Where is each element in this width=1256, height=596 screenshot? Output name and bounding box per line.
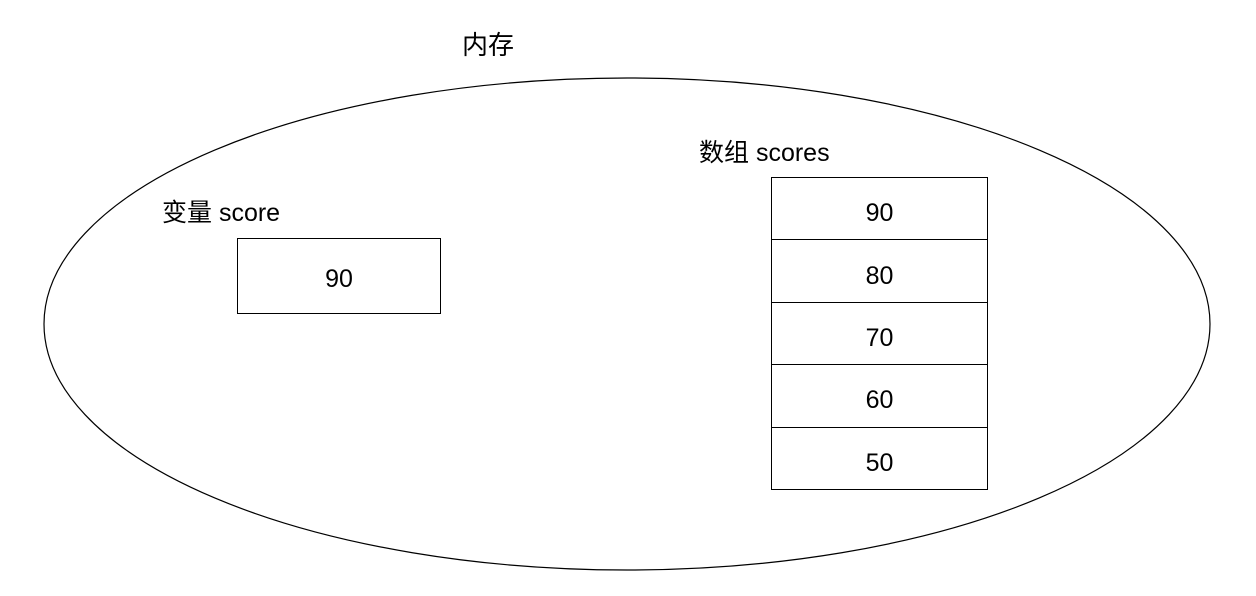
memory-ellipse-outline xyxy=(43,77,1211,571)
array-cell: 50 xyxy=(772,427,987,490)
array-cell-value: 60 xyxy=(865,386,894,415)
array-cell: 60 xyxy=(772,365,987,428)
array-cell-value: 50 xyxy=(865,448,894,477)
array-cell-value: 90 xyxy=(865,199,894,228)
page-title: 内存 xyxy=(461,30,514,60)
variable-value: 90 xyxy=(325,265,353,293)
array-cell-value: 70 xyxy=(865,324,894,353)
array-table: 90 80 70 60 50 xyxy=(771,177,988,490)
array-cell: 90 xyxy=(772,178,987,241)
array-cell-value: 80 xyxy=(865,261,894,290)
variable-label: 变量 score xyxy=(162,199,281,227)
variable-box: 90 xyxy=(237,238,441,314)
array-cell: 70 xyxy=(772,302,987,366)
array-cell: 80 xyxy=(772,240,987,303)
array-label: 数组 scores xyxy=(699,139,830,167)
